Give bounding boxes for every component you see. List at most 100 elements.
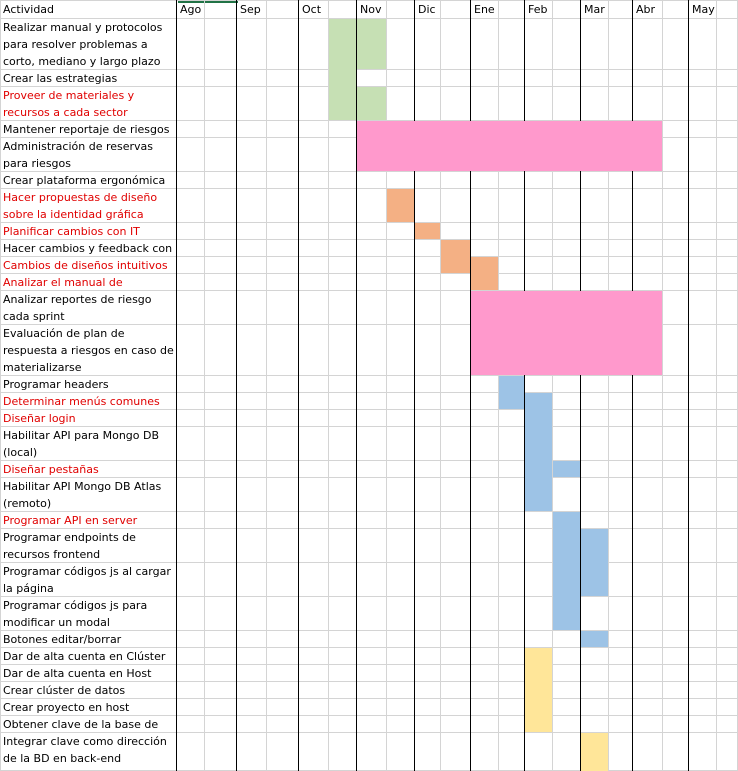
gantt-bar-orange [441,240,470,273]
row-gridline [0,69,738,70]
activity-label[interactable]: Hacer propuestas de diseño sobre la iden… [3,191,158,221]
gantt-bar-blue [553,461,580,477]
row-gridline [0,120,738,121]
month-header[interactable]: Sep [240,3,261,16]
gantt-bar-blue [553,512,580,630]
activity-label[interactable]: Cambios de diseños intuitivos [3,259,168,272]
row-gridline [0,562,738,563]
activity-label[interactable]: Planificar cambios con IT [3,225,140,238]
gantt-bar-pink [471,291,662,375]
col-gridline [608,0,609,771]
row-gridline [0,18,738,19]
gantt-bar-orange [471,257,498,290]
row-gridline [0,528,738,529]
month-header[interactable]: Abr [636,3,656,16]
row-gridline [0,647,738,648]
row-gridline [0,188,738,189]
month-divider [524,0,525,771]
col-gridline [386,0,387,771]
activity-label[interactable]: Programar headers [3,378,109,391]
month-header[interactable]: Ene [474,3,495,16]
activity-label[interactable]: Analizar el manual de [3,276,123,289]
activity-label[interactable]: Realizar manual y protocolos para resolv… [3,21,163,68]
month-divider [580,0,581,771]
activity-label[interactable]: Crear clúster de datos [3,684,126,697]
activity-label[interactable]: Dar de alta cuenta en Host [3,667,152,680]
month-header[interactable]: Nov [360,3,382,16]
row-gridline [0,511,738,512]
activity-label[interactable]: Analizar reportes de riesgo cada sprint [3,293,152,323]
gantt-bar-yellow [525,648,552,732]
col-gridline [716,0,717,771]
gantt-bar-orange [415,223,440,239]
activity-label[interactable]: Diseñar login [3,412,76,425]
activity-label[interactable]: Botones editar/borrar [3,633,122,646]
row-gridline [0,86,738,87]
activity-label[interactable]: Crear plataforma ergonómica [3,174,166,187]
activity-label[interactable]: Dar de alta cuenta en Clúster [3,650,166,663]
gantt-bar-blue [581,631,608,647]
month-header[interactable]: Dic [418,3,436,16]
gantt-bar-green [357,19,386,69]
row-gridline [0,222,738,223]
gantt-bar-green [329,19,356,120]
gantt-bar-pink [357,121,662,171]
month-divider [298,0,299,771]
row-gridline [0,681,738,682]
activity-label[interactable]: Mantener reportaje de riesgos [3,123,170,136]
activity-label[interactable]: Habilitar API para Mongo DB (local) [3,429,160,459]
month-header[interactable]: Ago [180,3,202,16]
col-gridline [204,0,205,771]
activity-label[interactable]: Determinar menús comunes [3,395,160,408]
row-gridline [0,698,738,699]
activity-label[interactable]: Programar endpoints de recursos frontend [3,531,136,561]
row-gridline [0,664,738,665]
month-header[interactable]: Mar [584,3,605,16]
selected-cell-indicator [178,0,238,3]
gantt-bar-green [357,87,386,120]
activity-label[interactable]: Programar códigos js al cargar la página [3,565,171,595]
activity-label[interactable]: Programar códigos js para modificar un m… [3,599,148,629]
gantt-bar-yellow [581,733,608,771]
month-divider [356,0,357,771]
month-divider [688,0,689,771]
col-gridline [440,0,441,771]
activity-label[interactable]: Proveer de materiales y recursos a cada … [3,89,135,119]
month-header[interactable]: May [692,3,715,16]
col-gridline [552,0,553,771]
gantt-bar-blue [525,393,552,511]
month-divider [176,0,177,771]
row-gridline [0,409,738,410]
activity-label[interactable]: Crear las estrategias [3,72,118,85]
activity-label[interactable]: Programar API en server [3,514,138,527]
row-gridline [0,375,738,376]
activity-column-header[interactable]: Actividad [3,3,55,16]
month-divider [470,0,471,771]
row-gridline [0,256,738,257]
row-gridline [0,630,738,631]
activity-label[interactable]: Obtener clave de la base de BD [3,718,159,731]
row-gridline [0,596,738,597]
col-gridline [328,0,329,771]
activity-label[interactable]: Hacer cambios y feedback con IT [3,242,173,255]
month-divider [632,0,633,771]
activity-label[interactable]: Crear proyecto en host [3,701,130,714]
activity-label[interactable]: Evaluación de plan de respuesta a riesgo… [3,327,174,374]
row-gridline [0,426,738,427]
activity-label[interactable]: Integrar clave como dirección de la BD e… [3,735,167,765]
row-gridline [0,290,738,291]
gantt-bar-blue [581,529,608,596]
gantt-bar-blue [499,376,524,409]
month-header[interactable]: Oct [302,3,322,16]
activity-label[interactable]: Administración de reservas para riesgos [3,140,154,170]
activity-label[interactable]: Diseñar pestañas [3,463,99,476]
col-gridline [498,0,499,771]
row-gridline [0,477,738,478]
row-gridline [0,273,738,274]
row-gridline [0,392,738,393]
activity-label[interactable]: Habilitar API Mongo DB Atlas (remoto) [3,480,162,510]
row-gridline [0,732,738,733]
month-header[interactable]: Feb [528,3,548,16]
row-gridline [0,239,738,240]
